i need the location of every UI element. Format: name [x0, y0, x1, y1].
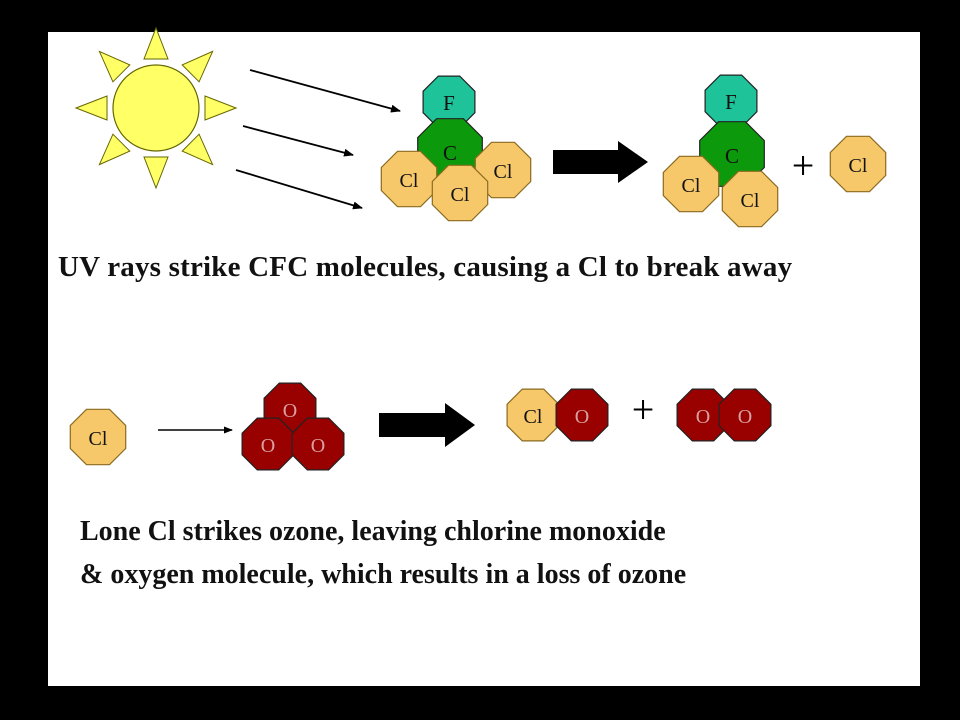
step2-caption-line2: & oxygen molecule, which results in a lo…	[80, 559, 687, 590]
chlorine-atom: Cl	[431, 164, 489, 222]
step2-caption-line1: Lone Cl strikes ozone, leaving chlorine …	[80, 516, 666, 547]
atom-label: C	[725, 144, 739, 168]
atom-label: Cl	[682, 175, 701, 197]
free-chlorine-atom: Cl	[829, 135, 887, 193]
atom-shape	[380, 150, 438, 208]
uv-rays	[235, 69, 401, 210]
sun-ray	[181, 50, 214, 83]
atom-shape	[69, 408, 127, 466]
atom-label: Cl	[89, 428, 108, 450]
sun-ray	[98, 50, 131, 83]
oxygen-atom: O	[291, 417, 345, 471]
atom-shape	[291, 417, 345, 471]
cfc-fragment: F C Cl Cl	[662, 74, 779, 228]
chlorine-atom: Cl	[662, 155, 720, 213]
atom-shape	[241, 417, 295, 471]
sun-ray	[204, 95, 238, 121]
sun-rays	[74, 26, 238, 190]
chlorine-monoxide: Cl O	[506, 388, 609, 442]
step1-caption: UV rays strike CFC molecules, causing a …	[58, 251, 793, 283]
reaction-arrow	[379, 403, 475, 447]
atom-label: Cl	[494, 161, 513, 183]
sun-ray	[143, 156, 169, 190]
atom-shape	[474, 141, 532, 199]
chlorine-atom: Cl	[380, 150, 438, 208]
atom-label: F	[725, 90, 737, 114]
atom-shape	[829, 135, 887, 193]
oxygen-atom: O	[555, 388, 609, 442]
atom-label: O	[575, 406, 589, 428]
reaction-arrow	[553, 141, 648, 183]
atom-shape	[721, 170, 779, 228]
sun-ray	[74, 95, 108, 121]
atom-label: Cl	[741, 190, 760, 212]
chlorine-atom: Cl	[721, 170, 779, 228]
atom-shape	[555, 388, 609, 442]
atom-label: Cl	[451, 184, 470, 206]
lone-chlorine-atom: Cl	[69, 408, 127, 466]
chlorine-atom: Cl	[474, 141, 532, 199]
atom-label: F	[443, 91, 455, 115]
atom-label: Cl	[849, 155, 868, 177]
oxygen-atom: O	[676, 388, 730, 442]
plus-sign: +	[792, 143, 815, 188]
plus-sign: +	[632, 387, 655, 432]
sun-icon	[74, 26, 238, 190]
atom-shape	[506, 388, 560, 442]
atom-label: Cl	[524, 406, 543, 428]
uv-ray-arrow	[249, 69, 401, 113]
sun-ray	[143, 26, 169, 60]
chlorine-atom: Cl	[506, 388, 560, 442]
atom-label: O	[738, 406, 752, 428]
cfc-molecule: F C Cl Cl Cl	[380, 75, 532, 222]
oxygen-atom: O	[718, 388, 772, 442]
oxygen-molecule: O O	[676, 388, 772, 442]
atom-label: O	[283, 400, 297, 422]
atom-shape	[718, 388, 772, 442]
atom-label: O	[696, 406, 710, 428]
uv-ray-arrow	[235, 169, 363, 210]
atom-label: Cl	[400, 170, 419, 192]
atom-shape	[662, 155, 720, 213]
atom-label: O	[311, 435, 325, 457]
uv-ray-arrow	[242, 125, 354, 157]
sun-ray	[181, 133, 214, 166]
atom-shape	[431, 164, 489, 222]
fluorine-atom: F	[704, 74, 758, 128]
oxygen-atom: O	[241, 417, 295, 471]
sun-ray	[98, 133, 131, 166]
ozone-molecule: O O O	[241, 382, 345, 471]
atom-label: C	[443, 141, 457, 165]
atom-label: O	[261, 435, 275, 457]
sun-disc	[112, 64, 200, 152]
